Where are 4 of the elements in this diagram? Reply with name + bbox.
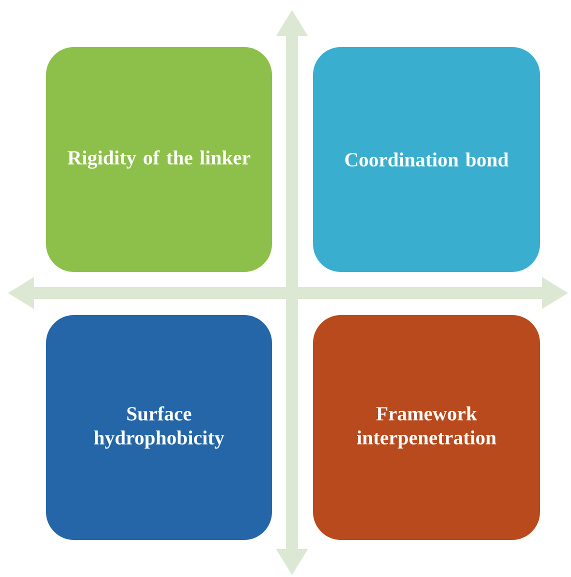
rounded-box: Framework interpenetration [313,315,540,540]
rounded-box: Surface hydrophobicity [46,315,272,540]
rounded-box: Rigidity of the linker [46,47,272,272]
rounded-box: Coordination bond [313,47,540,272]
